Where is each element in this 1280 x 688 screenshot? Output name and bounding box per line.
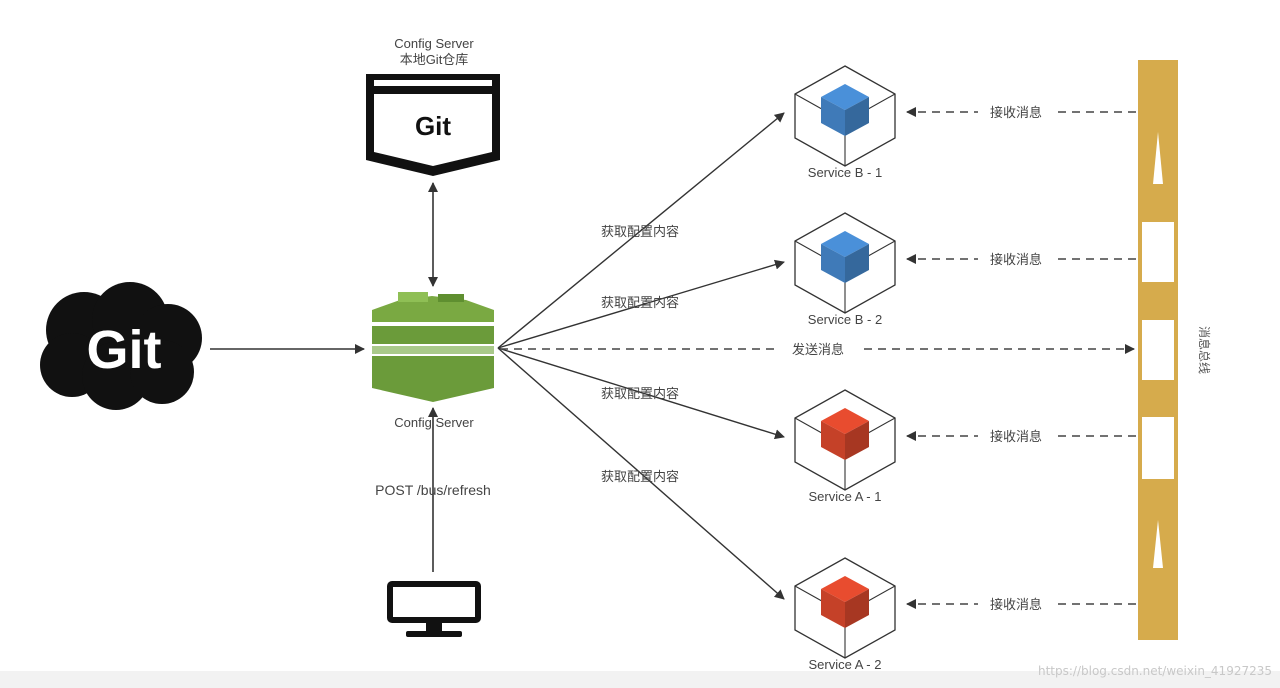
fetch-arrow-4: [497, 347, 785, 600]
fetch-label-4: 获取配置内容: [601, 469, 679, 484]
service-inner-cube-icon: [821, 408, 869, 460]
fetch-label-1: 获取配置内容: [601, 224, 679, 239]
fetch-label-3: 获取配置内容: [601, 386, 679, 401]
git-cloud-logo: Git: [87, 320, 162, 380]
git-repo-title-line1: Config Server: [394, 36, 474, 51]
config-server-label: Config Server: [394, 415, 474, 430]
service-inner-cube-icon: [821, 576, 869, 628]
fetch-label-2: 获取配置内容: [601, 295, 679, 310]
git-repo-badge: Git: [415, 111, 451, 141]
fetch-arrow-2: [497, 259, 785, 349]
service-node: Service A - 1 接收消息: [794, 389, 1136, 504]
service-inner-cube-icon: [821, 231, 869, 283]
service-node: Service B - 1 接收消息: [794, 65, 1136, 180]
service-label: Service B - 2: [808, 312, 882, 327]
receive-label: 接收消息: [990, 597, 1042, 612]
fetch-arrow-1: [497, 112, 785, 349]
service-inner-cube-icon: [821, 84, 869, 136]
service-label: Service A - 2: [809, 657, 882, 672]
broadcast-label: 发送消息: [792, 342, 844, 357]
service-label: Service B - 1: [808, 165, 882, 180]
git-repo-title-line2: 本地Git仓库: [400, 52, 469, 67]
service-node: Service A - 2 接收消息: [794, 557, 1136, 672]
git-cloud-icon: Git: [40, 282, 202, 410]
message-bus: [1138, 60, 1178, 640]
receive-label: 接收消息: [990, 105, 1042, 120]
receive-label: 接收消息: [990, 429, 1042, 444]
fetch-arrows: [497, 112, 785, 600]
message-bus-label: 消息总线: [1197, 326, 1212, 374]
service-node: Service B - 2 接收消息: [794, 212, 1136, 327]
receive-label: 接收消息: [990, 252, 1042, 267]
git-repo-icon: Git: [366, 74, 500, 176]
computer-icon: [387, 581, 481, 637]
fetch-arrow-3: [497, 347, 785, 440]
bottom-strip: [0, 671, 1280, 688]
service-label: Service A - 1: [809, 489, 882, 504]
config-server-icon: [372, 292, 494, 402]
refresh-request-label: POST /bus/refresh: [375, 482, 491, 498]
watermark: https://blog.csdn.net/weixin_41927235: [1037, 664, 1272, 678]
